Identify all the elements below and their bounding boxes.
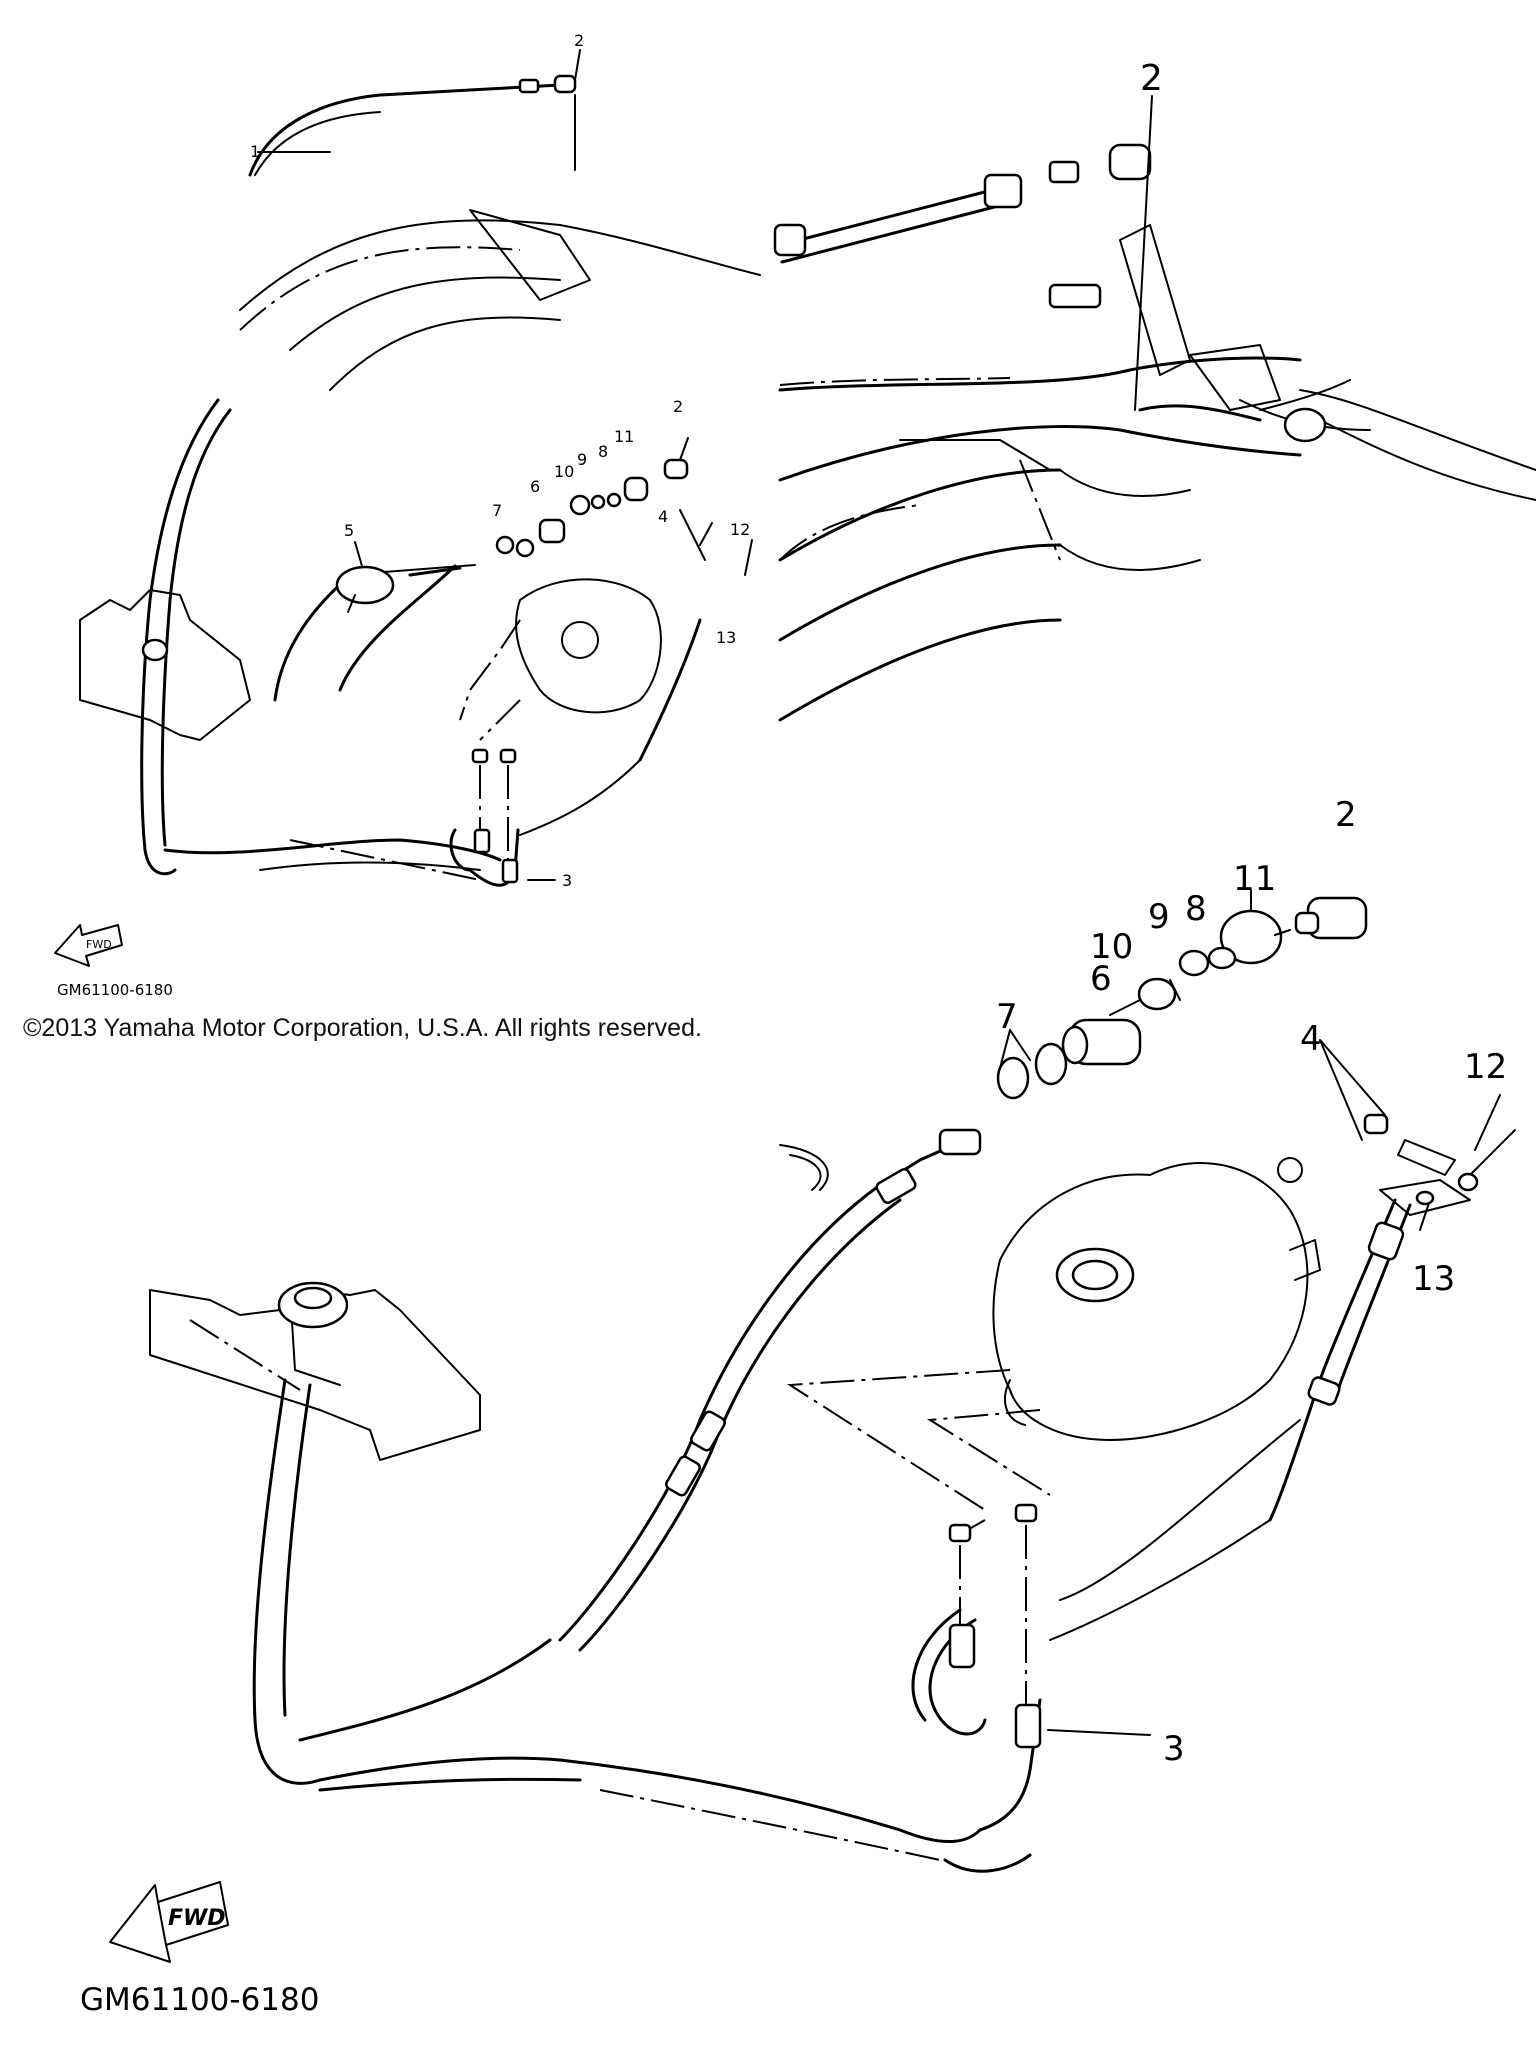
callout-2-deck: 2 bbox=[1140, 58, 1163, 99]
part-9-seal bbox=[1178, 949, 1210, 977]
callout-3-detail: 3 bbox=[1163, 1729, 1185, 1769]
callout-6-detail: 6 bbox=[1090, 959, 1112, 999]
callout-5: 5 bbox=[344, 521, 354, 540]
part-2-fitting bbox=[1294, 896, 1368, 940]
callout-10: 10 bbox=[554, 462, 574, 481]
callout-12-detail: 12 bbox=[1464, 1047, 1507, 1087]
part-7-washer-b bbox=[1034, 1042, 1068, 1086]
detail-callouts: 2 3 4 6 7 8 9 10 11 12 13 bbox=[996, 795, 1507, 1769]
fwd-arrow-large: FWD bbox=[109, 1881, 229, 1963]
callout-7-detail: 7 bbox=[996, 997, 1018, 1037]
diagram-code-large: GM61100-6180 bbox=[80, 1982, 319, 2018]
callout-11: 11 bbox=[614, 427, 634, 446]
callout-9-detail: 9 bbox=[1148, 897, 1170, 937]
deck-detail bbox=[773, 95, 1536, 722]
copyright-notice: ©2013 Yamaha Motor Corporation, U.S.A. A… bbox=[23, 1014, 702, 1042]
callout-4-detail: 4 bbox=[1300, 1019, 1322, 1059]
part-8-washer bbox=[1207, 946, 1237, 970]
callout-13: 13 bbox=[716, 628, 736, 647]
callout-13-detail: 13 bbox=[1412, 1259, 1455, 1299]
callout-1: 1 bbox=[250, 142, 260, 161]
fwd-label-small: FWD bbox=[86, 938, 112, 951]
callout-11-detail: 11 bbox=[1233, 859, 1276, 899]
callout-2-detail: 2 bbox=[1335, 795, 1357, 835]
callout-2-parts: 2 bbox=[673, 397, 683, 416]
overview-diagram bbox=[79, 49, 761, 887]
callout-4: 4 bbox=[658, 507, 668, 526]
fwd-arrow-small: FWD bbox=[54, 924, 123, 967]
part-10-collar bbox=[1137, 977, 1177, 1011]
callout-8-detail: 8 bbox=[1185, 889, 1207, 929]
callout-3: 3 bbox=[562, 871, 572, 890]
callout-10-detail: 10 bbox=[1090, 927, 1133, 967]
callout-2-top: 2 bbox=[574, 31, 584, 50]
callout-8: 8 bbox=[598, 442, 608, 461]
callout-6: 6 bbox=[530, 477, 540, 496]
overview-callouts: 1 2 2 3 4 5 6 7 8 9 10 11 12 13 bbox=[250, 31, 750, 890]
callout-7: 7 bbox=[492, 501, 502, 520]
part-7-washer-a bbox=[996, 1056, 1030, 1100]
parts-detail-large bbox=[149, 889, 1516, 1873]
callout-12: 12 bbox=[730, 520, 750, 539]
part-6-union bbox=[1061, 1018, 1142, 1066]
diagram-code-small: GM61100-6180 bbox=[57, 981, 173, 999]
callout-9: 9 bbox=[577, 450, 587, 469]
fwd-label-large: FWD bbox=[168, 1906, 226, 1931]
